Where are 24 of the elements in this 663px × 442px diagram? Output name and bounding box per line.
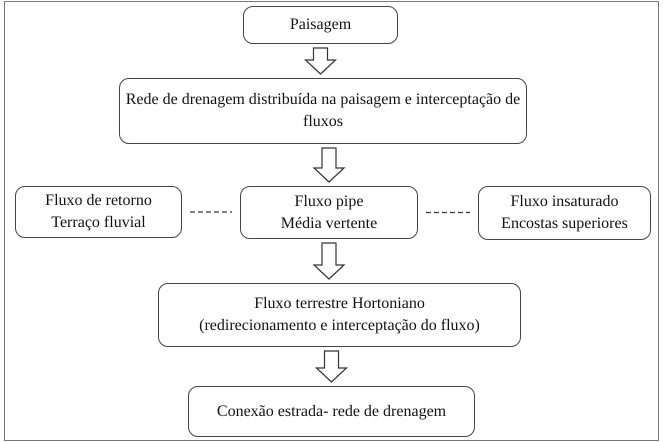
block-arrow <box>314 350 348 383</box>
box-text: Fluxo insaturado <box>510 192 618 212</box>
process-box <box>158 283 521 347</box>
process-box <box>188 386 475 437</box>
box-text: Média vertente <box>280 214 378 234</box>
process-box <box>15 186 182 238</box>
process-box <box>243 6 398 44</box>
box-text: (redirecionamento e interceptação do fluxo) <box>199 316 480 336</box>
box-text: Conexão estrada- rede de drenagem <box>216 402 446 422</box>
dashed-connector <box>426 212 470 214</box>
box-text: Fluxo terrestre Hortoniano <box>254 294 425 314</box>
process-box <box>119 78 527 144</box>
block-arrow <box>304 47 338 75</box>
box-text: Paisagem <box>290 15 352 35</box>
box-text: Terraço fluvial <box>51 213 146 233</box>
box-text: Fluxo de retorno <box>45 191 152 211</box>
block-arrow <box>312 147 346 183</box>
process-box <box>478 186 651 240</box>
box-text: Rede de drenagem distribuída na paisagem e interceptação de fluxos <box>124 90 522 132</box>
box-text: Encostas superiores <box>501 214 628 234</box>
process-box <box>240 186 418 239</box>
block-arrow <box>312 242 346 280</box>
dashed-connector <box>190 211 232 213</box>
box-text: Fluxo pipe <box>294 192 364 212</box>
